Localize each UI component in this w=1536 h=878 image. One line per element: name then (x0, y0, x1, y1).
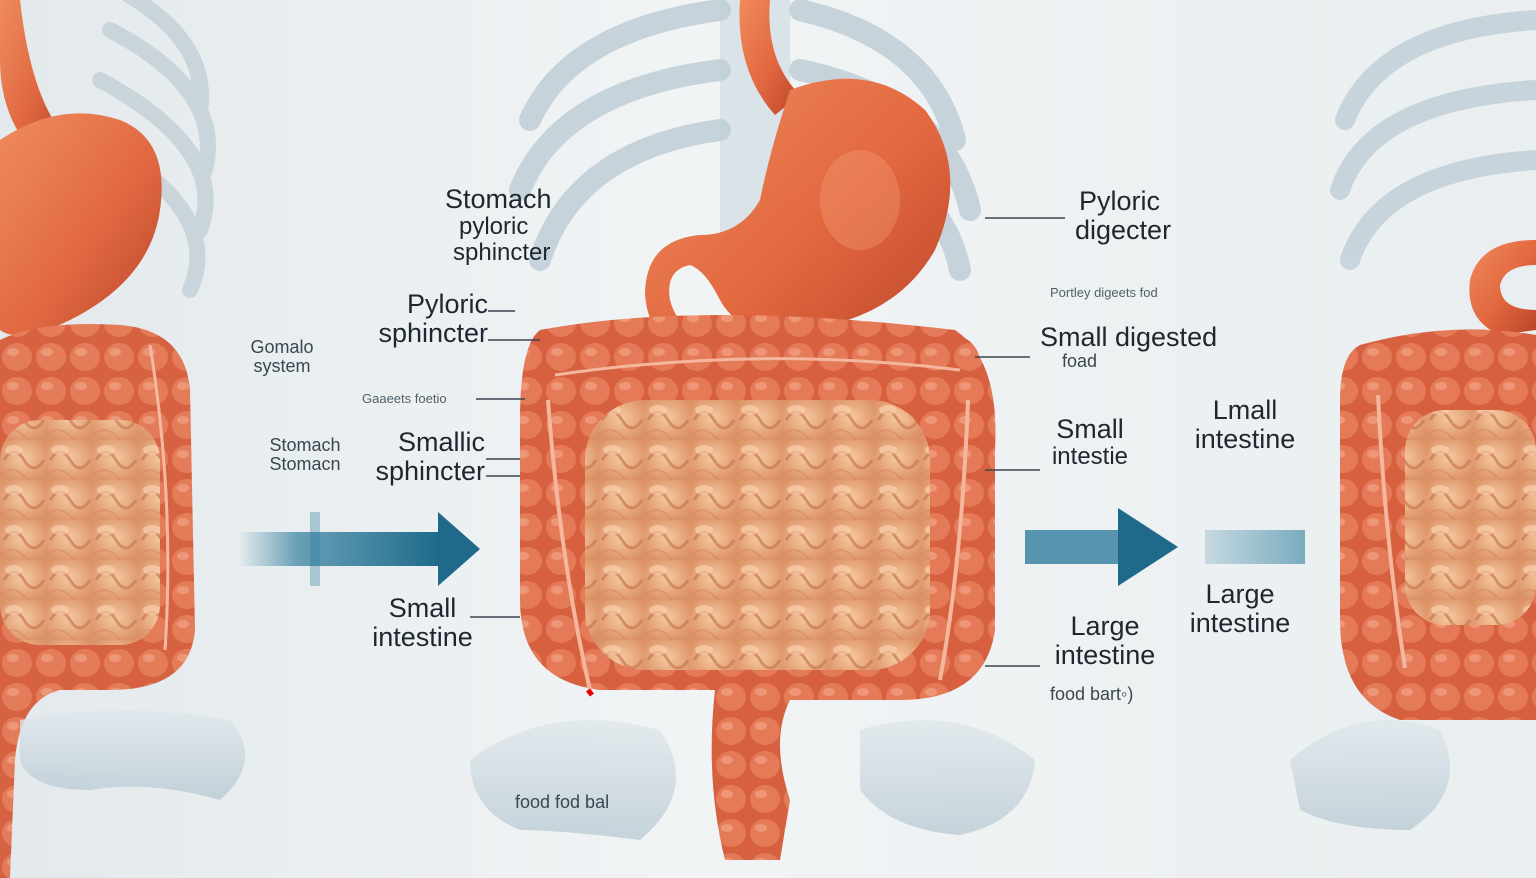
center-panel (470, 0, 1035, 860)
label-pyloric-digester: Pyloric digecter (1075, 186, 1172, 246)
left-pelvis (20, 710, 246, 800)
label-smallic-sphincter: Smallic sphincter (375, 427, 485, 487)
right-pelvis (1290, 720, 1450, 830)
left-small-intestine (0, 420, 160, 645)
label-small-intestine-left: Small intestine (372, 593, 473, 653)
right-flow-arrow (1025, 508, 1305, 586)
left-flow-arrow (238, 512, 480, 586)
label-gastric-note: Gaaeets foetio (362, 391, 447, 406)
center-stomach (645, 78, 951, 370)
label-stomach-pyloric-sphincter: Stomach pyloric sphincter (445, 184, 552, 267)
label-food-bottom: food fod bal (515, 792, 610, 812)
center-esophagus (739, 0, 800, 115)
right-stomach (1469, 240, 1536, 335)
label-stomach-stomach: Stomach Stomacn (269, 435, 341, 475)
right-small-intestine (1405, 410, 1536, 625)
label-lmall-intestine: Lmall intestine (1194, 395, 1296, 455)
label-gomalo-system: Gomalo system (250, 337, 314, 377)
label-large-intestine-center: Large intestine (1054, 611, 1156, 671)
leader-lines (470, 217, 1065, 667)
label-pyloric-sphincter: Pyloric sphincter (378, 289, 488, 349)
label-large-intestine-right: Large intestine (1189, 579, 1291, 639)
label-food-bart: food bart◦) (1050, 684, 1134, 704)
left-stomach (0, 113, 162, 336)
center-small-intestine (585, 400, 930, 670)
center-pelvis (470, 720, 676, 840)
right-ribcage (1330, 10, 1536, 270)
label-small-digested-food: Small digested foad (1040, 322, 1218, 372)
left-panel (0, 0, 246, 878)
label-partly-digested: Portley digeets fod (1050, 285, 1158, 300)
label-small-intestie: Small intestie (1051, 414, 1129, 471)
right-panel (1290, 10, 1536, 830)
